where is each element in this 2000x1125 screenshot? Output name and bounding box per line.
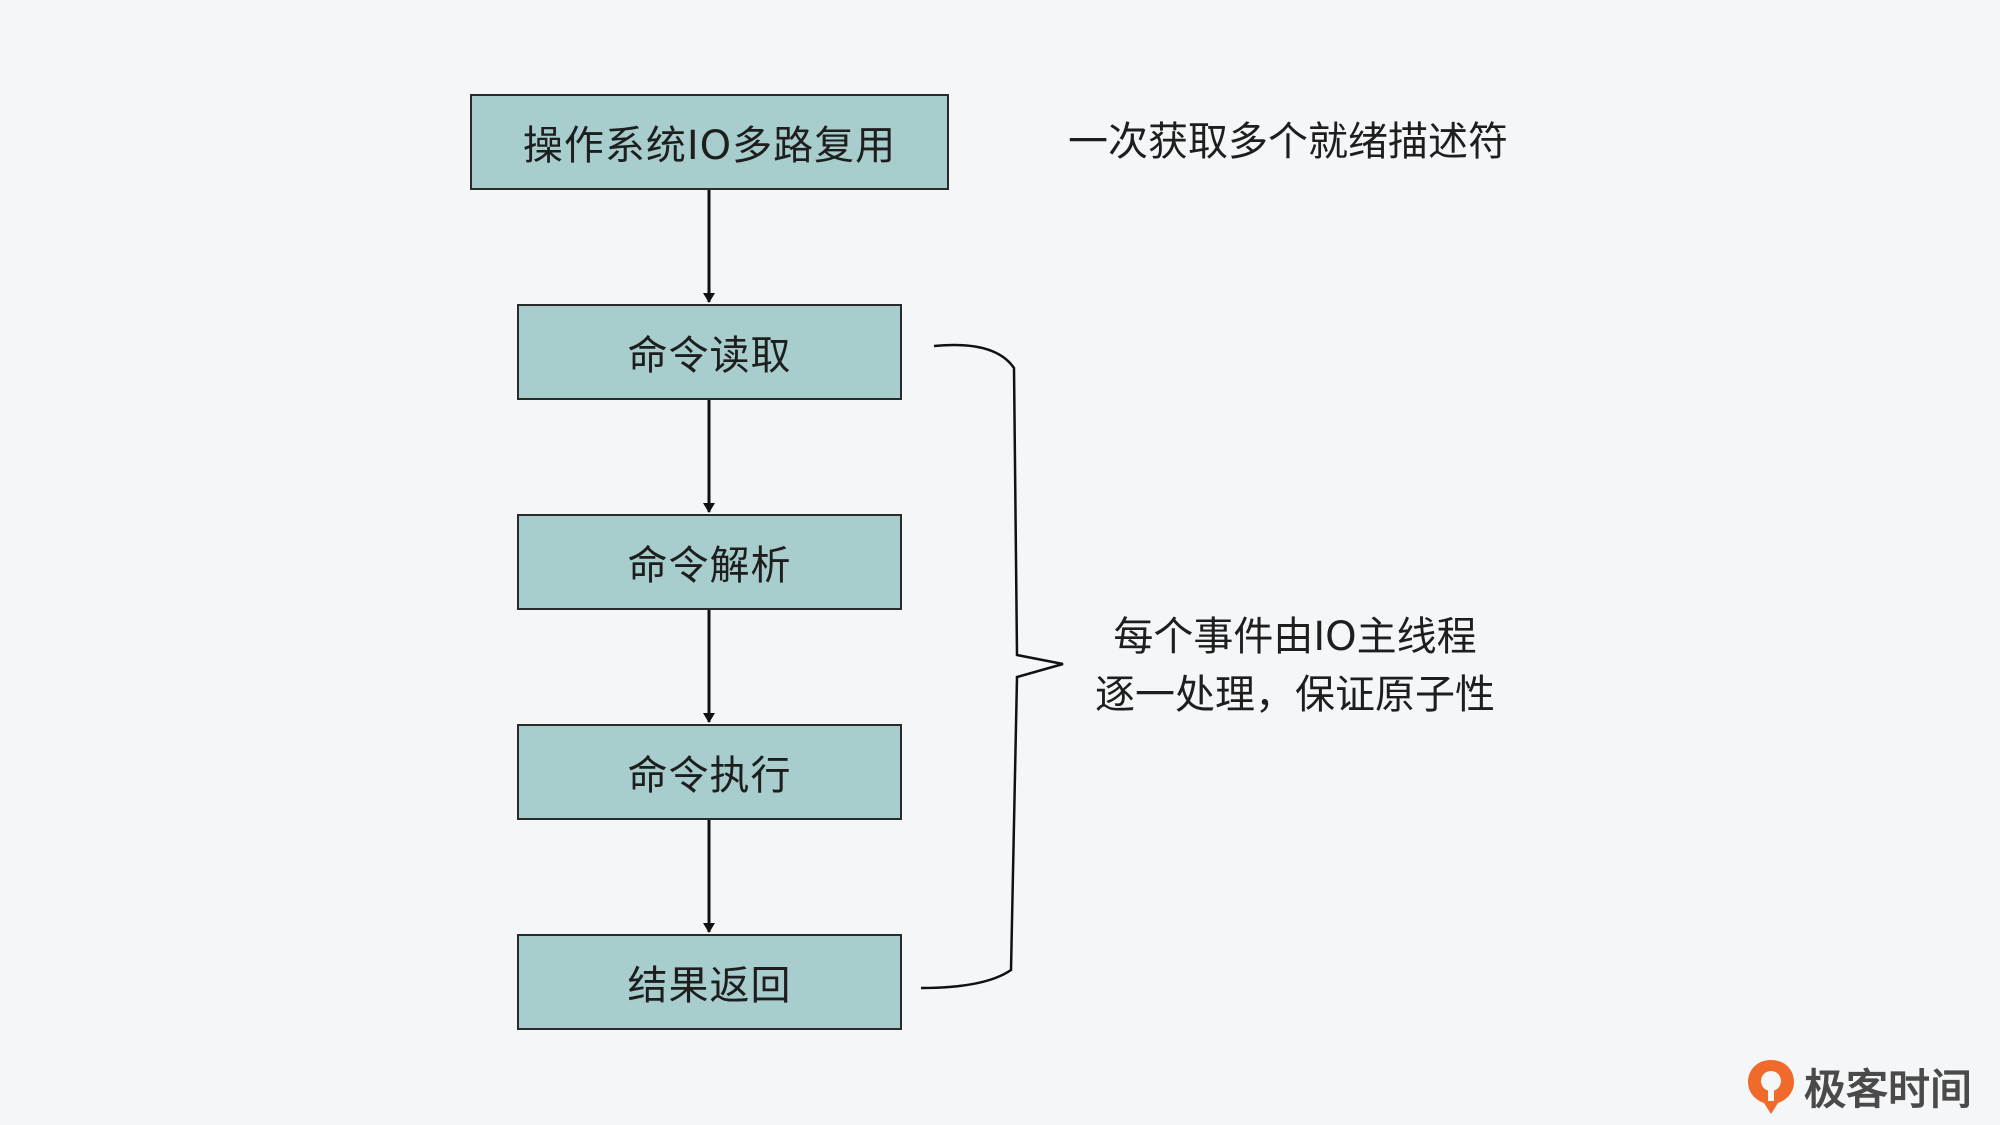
curly-brace xyxy=(920,343,1064,990)
brace-note: 每个事件由IO主线程 逐一处理，保证原子性 xyxy=(1070,608,1520,724)
step-label: 命令读取 xyxy=(627,333,792,379)
geektime-logo-icon xyxy=(1748,1060,1794,1114)
step-label: 命令解析 xyxy=(627,543,792,589)
step-command-read: 命令读取 xyxy=(517,304,902,400)
step-io-multiplexing: 操作系统IO多路复用 xyxy=(470,94,949,190)
step-label: 操作系统IO多路复用 xyxy=(522,123,897,169)
brace-note-line-2: 逐一处理，保证原子性 xyxy=(1095,672,1495,718)
step-command-execute: 命令执行 xyxy=(517,724,902,820)
step-label: 命令执行 xyxy=(627,753,792,799)
step-label: 结果返回 xyxy=(627,963,792,1009)
step-command-parse: 命令解析 xyxy=(517,514,902,610)
step-result-return: 结果返回 xyxy=(517,934,902,1030)
geektime-logo: 极客时间 xyxy=(1744,1054,1989,1118)
top-note: 一次获取多个就绪描述符 xyxy=(1068,119,1508,165)
brace-note-line-1: 每个事件由IO主线程 xyxy=(1113,614,1477,660)
geektime-logo-text: 极客时间 xyxy=(1804,1064,1973,1114)
